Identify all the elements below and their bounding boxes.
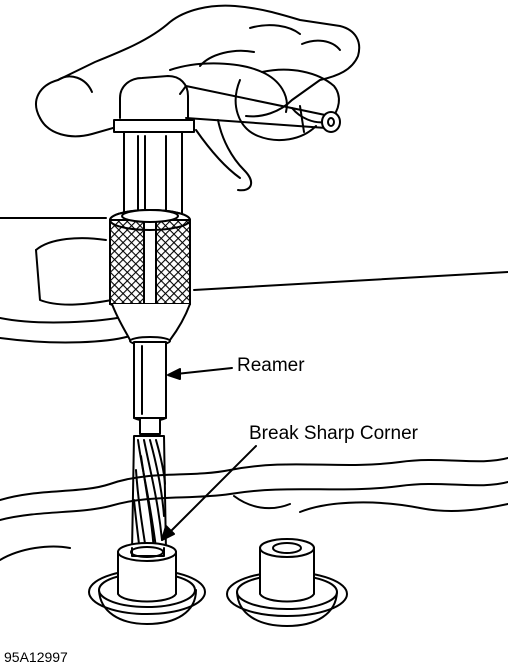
- reamer-leader: [167, 367, 233, 380]
- valve-guide-right-illustration: [226, 538, 348, 627]
- hand-illustration: [35, 4, 361, 192]
- knurled-collar: [109, 209, 191, 311]
- reamer-flutes: [131, 435, 167, 553]
- valve-guide-illustration: [88, 542, 206, 625]
- reamer-label: Reamer: [237, 355, 305, 376]
- corner-leader: [161, 445, 257, 541]
- tap-wrench-illustration: [113, 75, 341, 223]
- break-sharp-corner-label: Break Sharp Corner: [249, 423, 418, 444]
- figure-id: 95A12997: [4, 649, 68, 665]
